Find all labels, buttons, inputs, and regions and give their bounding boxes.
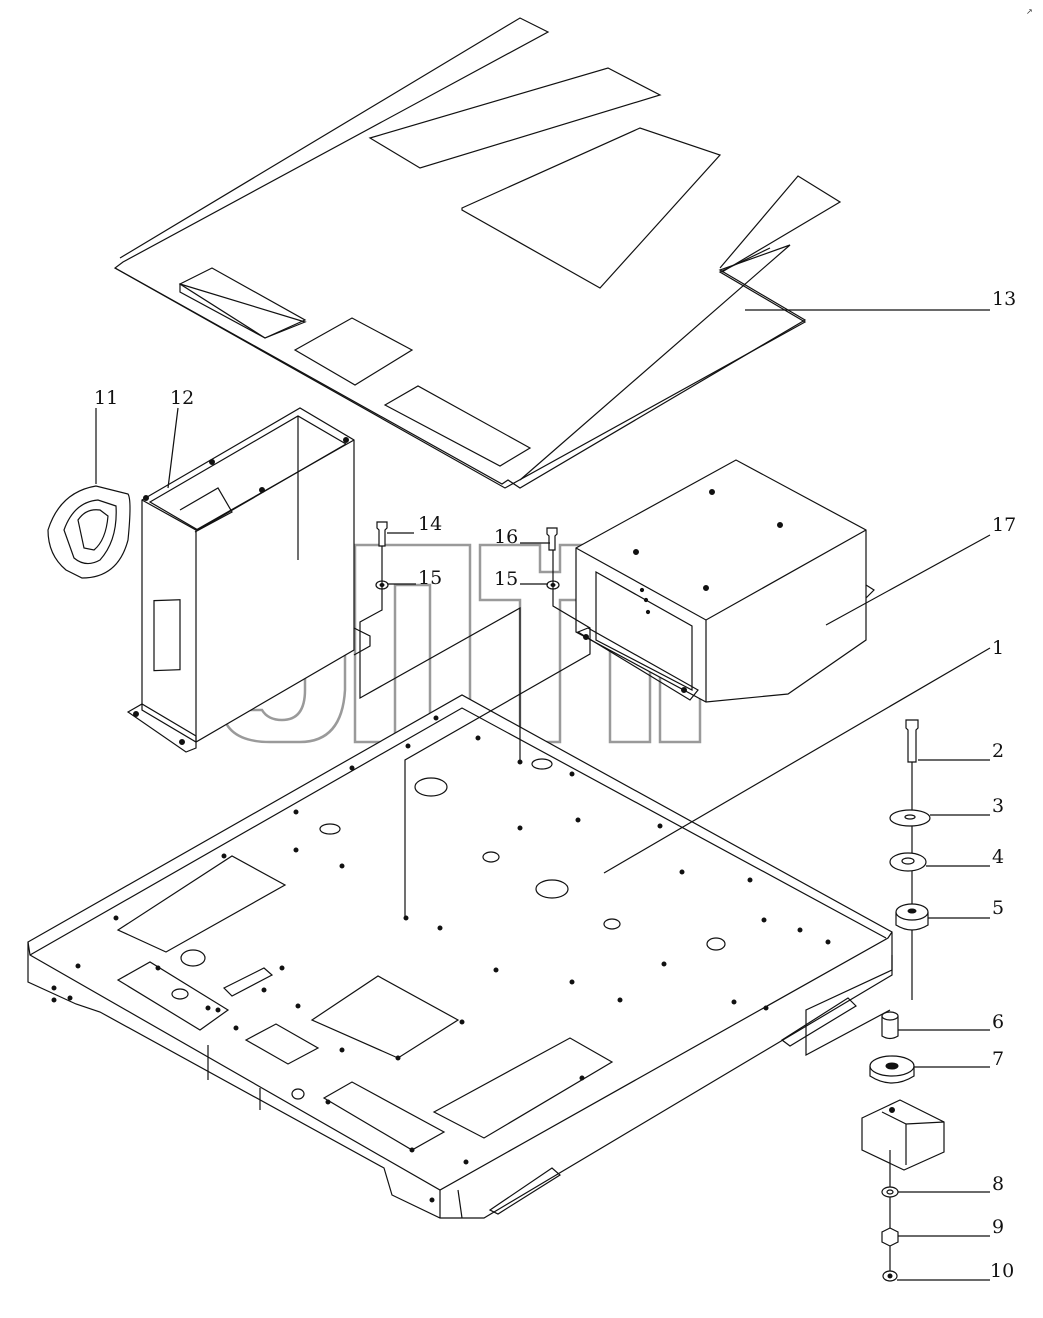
- callout-15-right: 15: [494, 568, 518, 590]
- callout-14: 14: [418, 513, 442, 535]
- callout-8: 8: [992, 1173, 1004, 1195]
- callout-6: 6: [992, 1011, 1004, 1033]
- callout-10: 10: [990, 1260, 1014, 1282]
- leader-lines: [95, 309, 991, 1281]
- callout-12: 12: [170, 387, 194, 409]
- callout-4: 4: [992, 846, 1004, 868]
- callout-2: 2: [992, 740, 1004, 762]
- fasteners-14-15-16: [359, 521, 591, 918]
- callout-3: 3: [992, 795, 1004, 817]
- part-1-base-plate: [27, 694, 893, 1219]
- hardware-stack: [805, 719, 945, 1282]
- callout-9: 9: [992, 1216, 1004, 1238]
- callout-7: 7: [992, 1048, 1004, 1070]
- part-13-floor-mat: [113, 17, 842, 489]
- callout-13: 13: [992, 288, 1016, 310]
- callout-labels: 1 2 3 4 5 6 7 8 9 10 11 12 13 14 15 15 1…: [94, 288, 1016, 1282]
- corner-mark: ↗: [1026, 7, 1033, 16]
- callout-5: 5: [992, 897, 1004, 919]
- part-17-control-box: [575, 459, 875, 703]
- callout-15-left: 15: [418, 567, 442, 589]
- part-12-column-box: [126, 407, 371, 753]
- part-11-boot: [47, 485, 131, 579]
- callout-16: 16: [494, 526, 518, 548]
- callout-1: 1: [992, 637, 1004, 659]
- callout-17: 17: [992, 514, 1016, 536]
- callout-11: 11: [94, 387, 118, 409]
